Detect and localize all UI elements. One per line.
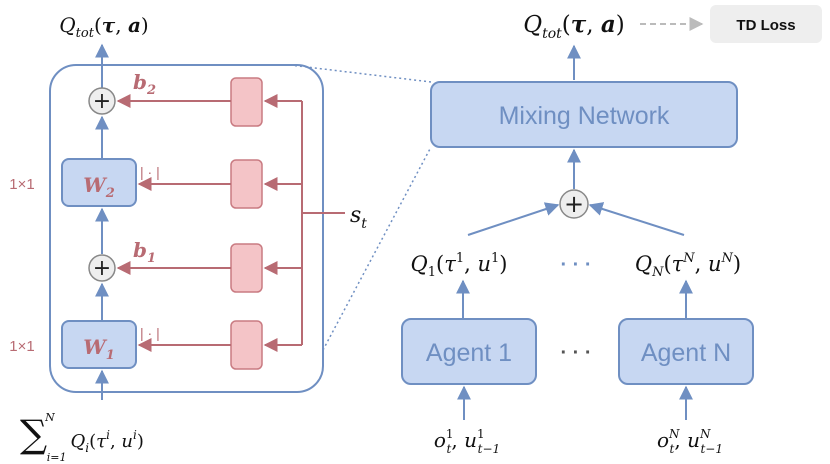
ellipsis-q: · · · [560,254,591,276]
plus-sign-middle: + [93,256,111,281]
ellipsis-agents: · · · [560,342,591,364]
agent-n-label: Agent N [641,339,731,367]
agent-1-box [401,318,537,385]
plus-sign-top: + [93,89,111,114]
w2-label: W2 [83,173,115,201]
w1-block [61,320,137,369]
dim-label-w2: 1×1 [9,176,34,193]
w2-block [61,158,137,207]
mixing-network-box [430,81,738,148]
mixing-network-label: Mixing Network [499,102,670,130]
b2-label: b2 [133,70,156,98]
mixing-network-detail-frame [49,64,324,393]
abs-label-w2: | · | [140,164,160,180]
hypernet-box-b1 [230,243,263,293]
hypernet-box-b2 [230,77,263,127]
q1-label: Q1(τ1, u1) [411,251,508,280]
state-label: st [350,203,367,232]
qn-label: QN(τN, uN) [635,251,741,280]
td-loss-box [710,5,822,43]
agent-n-box [618,318,754,385]
td-loss-label: TD Loss [736,17,795,34]
arrow-q1-to-plus [467,202,560,236]
plus-sign-agents: + [564,190,584,218]
q-tot-right-label: Qtot(τ, a) [523,11,625,42]
zoom-line-bottom [322,146,432,351]
plus-node-top [88,87,116,115]
hypernet-box-w2 [230,159,263,209]
arrow-qn-to-plus [588,202,685,236]
agent-1-label: Agent 1 [426,339,512,367]
b1-label: b1 [133,238,156,266]
hypernet-box-w1 [230,320,263,370]
abs-label-w1: | · | [140,325,160,341]
w1-label: W1 [83,335,115,363]
plus-node-agents [559,189,589,219]
q-tot-left-label: Qtot(τ, a) [59,13,148,41]
plus-node-middle [88,254,116,282]
dim-label-w1: 1×1 [9,338,34,355]
zoom-line-top [289,64,432,83]
